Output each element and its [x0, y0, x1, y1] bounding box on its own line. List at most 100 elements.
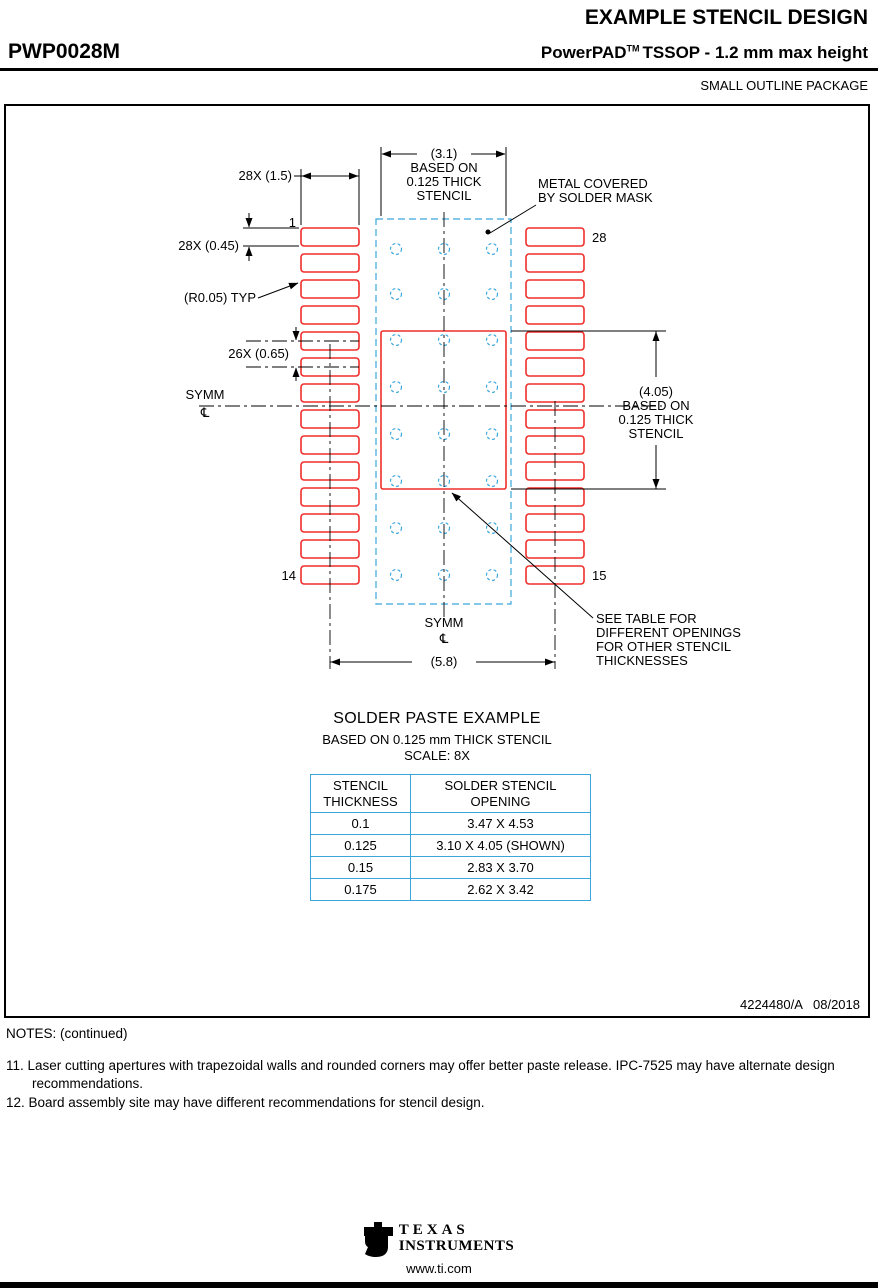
- pad-left-4: [300, 305, 360, 325]
- see-table-l2-label: DIFFERENT OPENINGS: [596, 625, 741, 640]
- table-row: 0.15 2.83 X 3.70: [310, 856, 591, 880]
- pad-right-28: [525, 227, 585, 247]
- via-circle: [389, 333, 403, 347]
- ti-logo-line2: INSTRUMENTS: [398, 1238, 515, 1254]
- table-header-cell: SOLDER STENCIL OPENING: [410, 773, 591, 814]
- table-header-row: STENCIL THICKNESS SOLDER STENCIL OPENING: [310, 773, 591, 814]
- dimension-line: [451, 492, 594, 619]
- table-cell: 2.62 X 3.42: [410, 878, 591, 902]
- dimension-line: [257, 282, 299, 299]
- table-row: 0.175 2.62 X 3.42: [310, 878, 591, 902]
- via-circle: [485, 427, 499, 441]
- table-row: 0.125 3.10 X 4.05 (SHOWN): [310, 834, 591, 858]
- via-circle: [485, 474, 499, 488]
- table-cell: 0.1: [310, 812, 411, 836]
- ti-logo: TEXAS INSTRUMENTS: [363, 1221, 515, 1257]
- metal-covered-l2-label: BY SOLDER MASK: [538, 190, 653, 205]
- table-cell: 3.47 X 4.53: [410, 812, 591, 836]
- subtitle-brand: PowerPAD: [540, 43, 627, 62]
- symm-left-label: SYMM: [186, 387, 225, 402]
- via-circle: [485, 521, 499, 535]
- notes-heading: NOTES: (continued): [6, 1026, 128, 1041]
- table-cell: 2.83 X 3.70: [410, 856, 591, 880]
- via-circle: [485, 287, 499, 301]
- via-circle: [485, 380, 499, 394]
- solder-mask-outline: [375, 218, 512, 605]
- pin-14-label: 14: [282, 568, 296, 583]
- ti-logo-text: TEXAS INSTRUMENTS: [398, 1222, 515, 1255]
- dim-28x-1-5-label: 28X (1.5): [239, 168, 292, 183]
- see-table-l4-label: THICKNESSES: [596, 653, 688, 668]
- table-cell: 0.125: [310, 834, 411, 858]
- note-item-11: 11. Laser cutting apertures with trapezo…: [6, 1058, 835, 1091]
- pad-right-23: [525, 357, 585, 377]
- dim-4-05-l3-label: 0.125 THICK: [619, 412, 694, 427]
- part-number: PWP0028M: [8, 40, 121, 63]
- package-type: SMALL OUTLINE PACKAGE: [700, 78, 868, 93]
- via-circle: [389, 427, 403, 441]
- dim-4-05-l2-label: BASED ON: [622, 398, 689, 413]
- dim-3-1-l4-label: STENCIL: [417, 188, 472, 203]
- header-divider: [0, 68, 878, 71]
- pin-28-label: 28: [592, 230, 606, 245]
- solder-mask-leader-dot: [485, 229, 491, 235]
- ti-bug-icon: [363, 1222, 393, 1257]
- via-circle: [389, 568, 403, 582]
- dim-26x-0-65-label: 26X (0.65): [228, 346, 289, 361]
- drawing-caption: SOLDER PASTE EXAMPLE BASED ON 0.125 mm T…: [6, 710, 868, 765]
- via-circle: [485, 568, 499, 582]
- dim-3-1-l2-label: BASED ON: [410, 160, 477, 175]
- via-circle: [389, 474, 403, 488]
- via-circle: [437, 242, 451, 256]
- via-circle: [389, 380, 403, 394]
- see-table-l1-label: SEE TABLE FOR: [596, 611, 697, 626]
- table-header-cell: STENCIL THICKNESS: [310, 773, 411, 814]
- dim-4-05-label: (4.05): [639, 384, 673, 399]
- pin-1-label: 1: [289, 215, 296, 230]
- table-cell: 0.15: [310, 856, 411, 880]
- dim-3-1-label: (3.1): [431, 146, 458, 161]
- drawing-caption-sub1: BASED ON 0.125 mm THICK STENCIL: [322, 732, 552, 747]
- dim-5-8-label: (5.8): [431, 654, 458, 669]
- leader-line: [489, 204, 537, 234]
- pad-right-24: [525, 331, 585, 351]
- pin-15-label: 15: [592, 568, 606, 583]
- table-cell: 3.10 X 4.05 (SHOWN): [410, 834, 591, 858]
- symm-bottom-label: SYMM: [425, 615, 464, 630]
- dim-28x-0-45-label: 28X (0.45): [178, 238, 239, 253]
- table-cell: 0.175: [310, 878, 411, 902]
- via-circle: [485, 333, 499, 347]
- pad-left-1: [300, 227, 360, 247]
- stencil-opening-table: STENCIL THICKNESS SOLDER STENCIL OPENING…: [310, 773, 591, 902]
- table-row: 0.1 3.47 X 4.53: [310, 812, 591, 836]
- note-item-12: 12. Board assembly site may have differe…: [6, 1095, 485, 1111]
- drawing-number: 4224480/A 08/2018: [739, 997, 860, 1012]
- pad-right-25: [525, 305, 585, 325]
- stencil-opening: [380, 330, 507, 490]
- ti-logo-line1: TEXAS: [398, 1222, 469, 1239]
- via-circle: [485, 242, 499, 256]
- via-circle: [389, 242, 403, 256]
- subtitle-rest: TSSOP - 1.2 mm max height: [642, 43, 868, 62]
- pad-left-3: [300, 279, 360, 299]
- dim-3-1-l3-label: 0.125 THICK: [407, 174, 482, 189]
- page-bottom-bar: [0, 1282, 878, 1288]
- drawing-caption-sub2: SCALE: 8X: [404, 748, 470, 764]
- trademark-symbol: TM: [626, 43, 640, 54]
- via-circle: [437, 380, 451, 394]
- pad-right-26: [525, 279, 585, 299]
- pad-left-2: [300, 253, 360, 273]
- page-title: EXAMPLE STENCIL DESIGN: [584, 6, 868, 29]
- via-circle: [389, 287, 403, 301]
- metal-covered-l1-label: METAL COVERED: [538, 176, 648, 191]
- via-circle: [389, 521, 403, 535]
- website-text: www.ti.com: [406, 1261, 472, 1276]
- pad-right-22: [525, 383, 585, 403]
- symm-cl-left-label: ℄: [200, 405, 210, 420]
- see-table-l3-label: FOR OTHER STENCIL: [596, 639, 731, 654]
- symm-cl-bottom-label: ℄: [439, 631, 449, 646]
